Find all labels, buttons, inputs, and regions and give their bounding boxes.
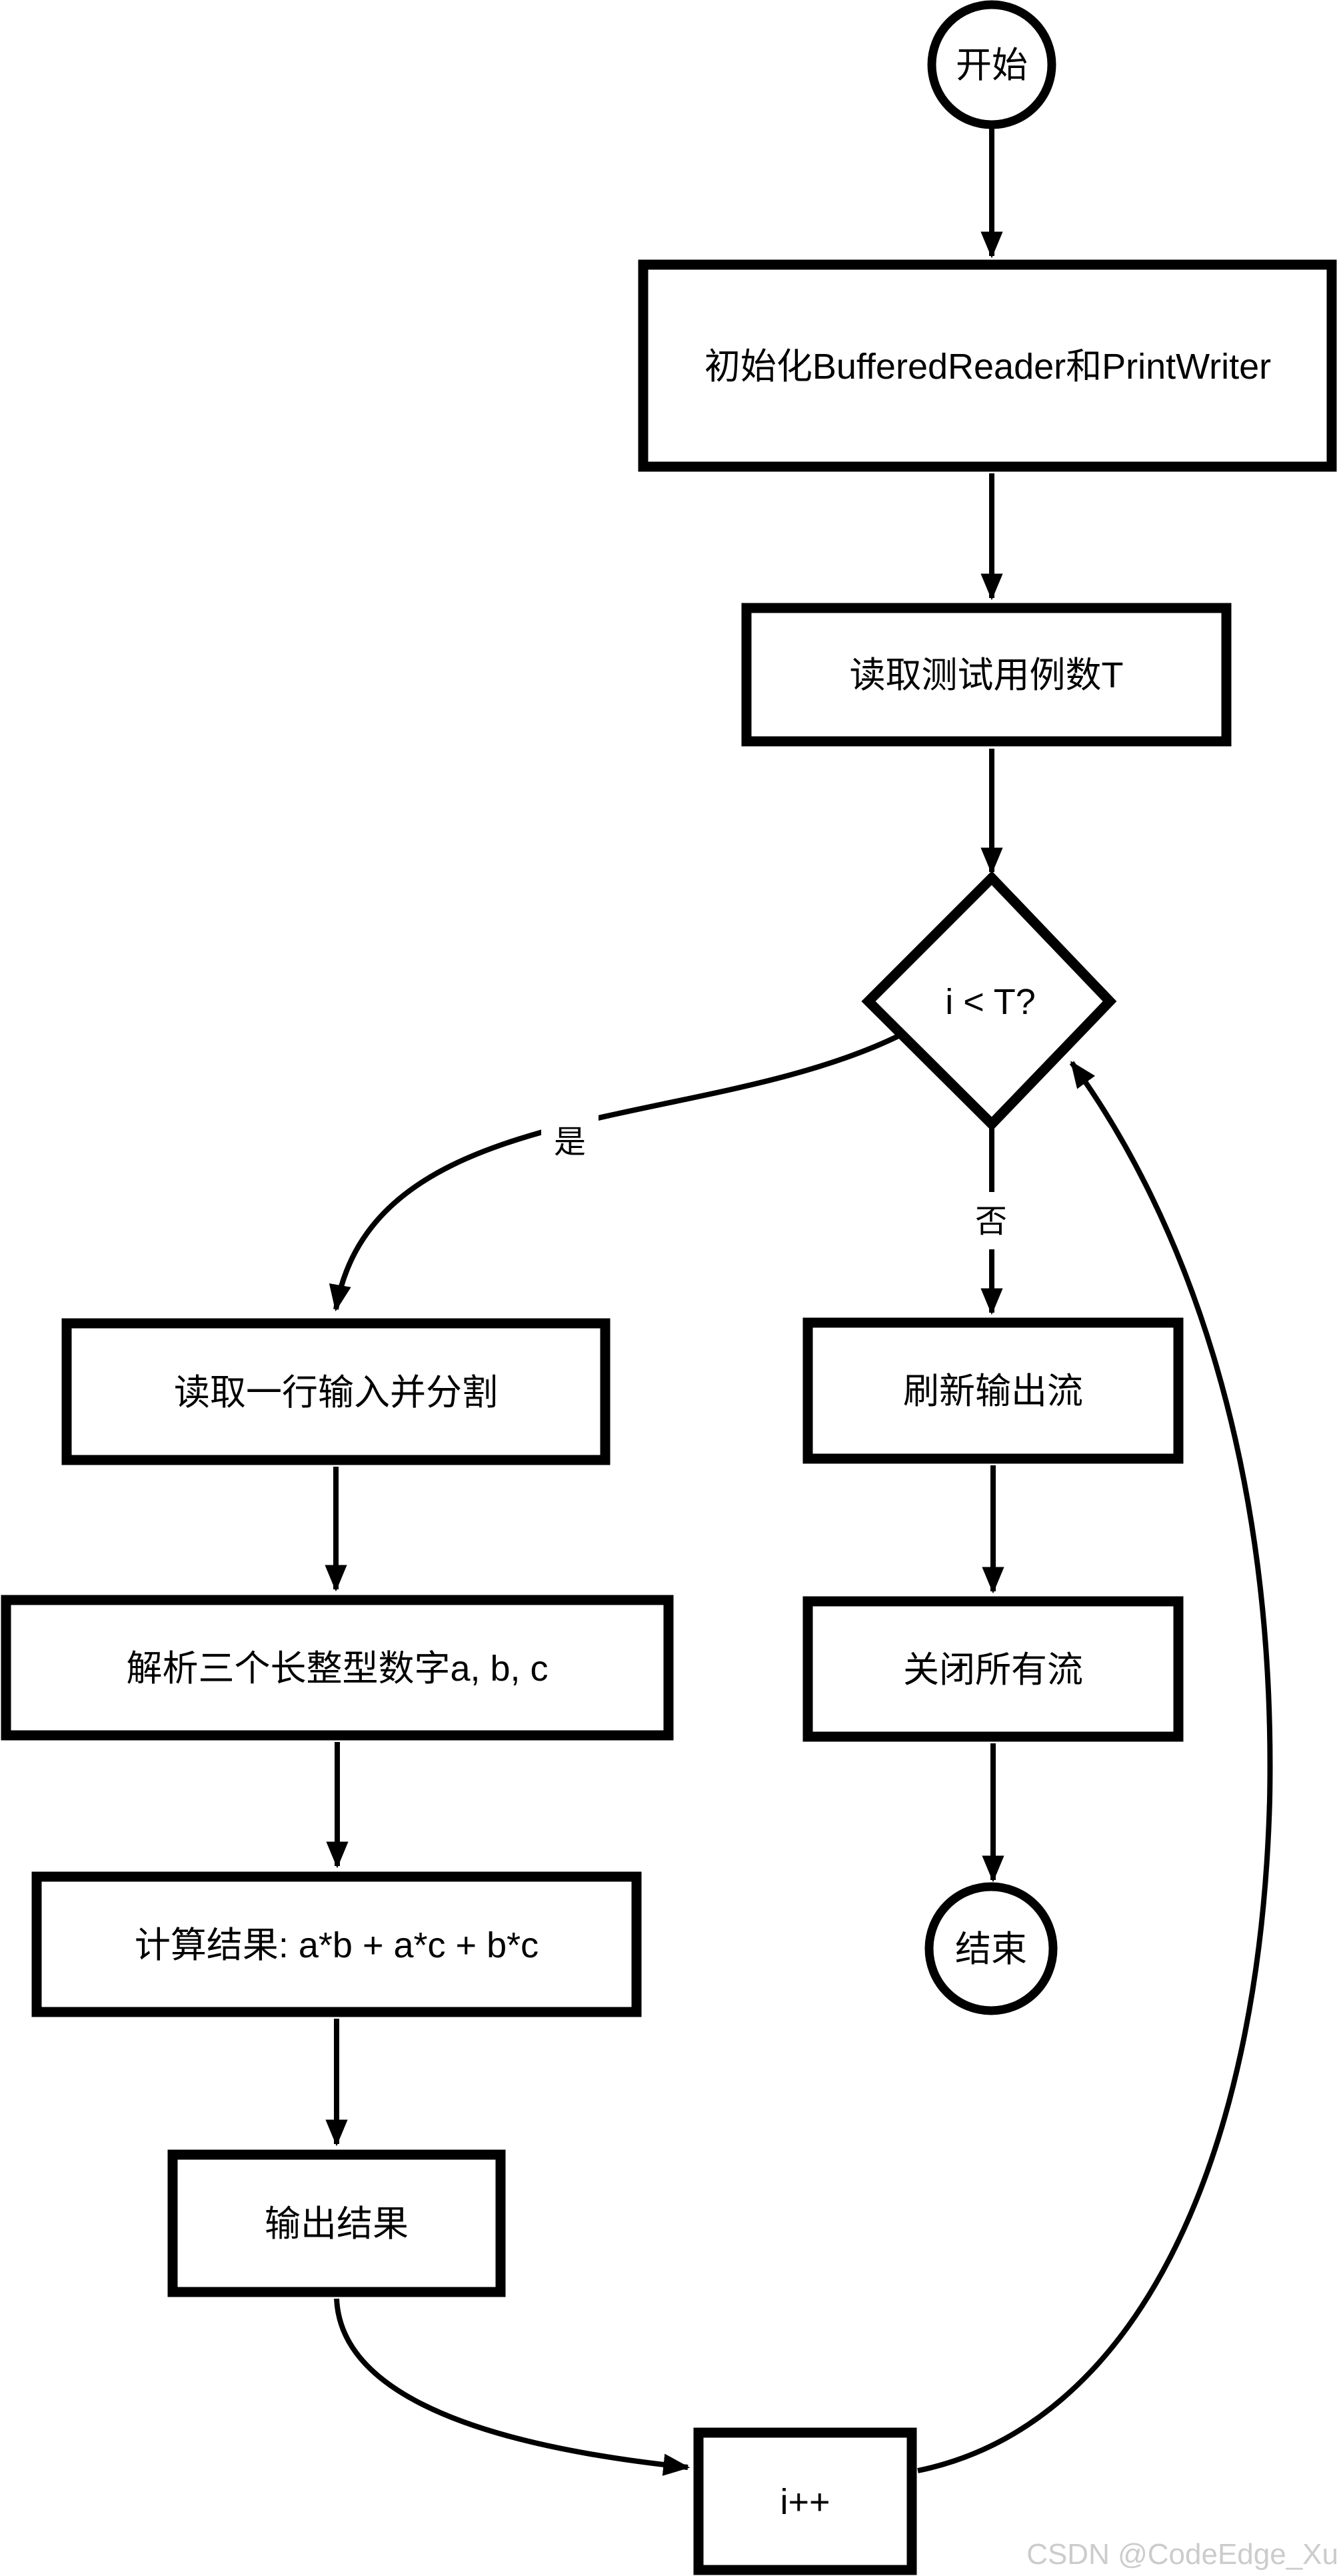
parse-node-label: 解析三个长整型数字a, b, c xyxy=(126,1649,548,1689)
parse-node xyxy=(1,1595,674,1741)
init-node xyxy=(638,259,1337,472)
yes-label-bg xyxy=(541,1113,599,1170)
read-line-node xyxy=(61,1318,611,1465)
compute-node xyxy=(31,1871,642,2017)
flush-node xyxy=(802,1317,1184,1464)
increment-node xyxy=(693,2427,917,2575)
end-node xyxy=(924,1882,1058,2015)
start-node xyxy=(927,0,1056,129)
csdn-watermark: CSDN @CodeEdge_Xu xyxy=(1026,2538,1338,2571)
close-streams-node xyxy=(802,1596,1184,1742)
start-node-label: 开始 xyxy=(956,45,1028,85)
edge-output-to-increment xyxy=(334,2298,690,2476)
init-node-label: 初始化BufferedReader和PrintWriter xyxy=(704,347,1271,387)
output-node-label: 输出结果 xyxy=(265,2204,409,2244)
condition-node xyxy=(861,871,1117,1131)
read-t-node xyxy=(741,603,1232,747)
no-edge-label: 否 xyxy=(975,1204,1007,1239)
yes-edge-label: 是 xyxy=(554,1125,586,1160)
flush-node-label: 刷新输出流 xyxy=(903,1371,1083,1411)
read-t-node-label: 读取测试用例数T xyxy=(850,655,1124,695)
compute-node-label: 计算结果: a*b + a*c + b*c xyxy=(135,1925,539,1965)
edge-cond-yes-to-readline xyxy=(329,1033,901,1312)
end-node-label: 结束 xyxy=(955,1929,1027,1969)
read-line-node-label: 读取一行输入并分割 xyxy=(174,1373,498,1413)
increment-node-label: i++ xyxy=(780,2482,830,2522)
close-streams-node-label: 关闭所有流 xyxy=(903,1650,1083,1690)
output-node xyxy=(167,2149,506,2297)
edge-increment-back-to-cond xyxy=(917,1061,1273,2473)
condition-node-label: i < T? xyxy=(945,982,1036,1022)
no-label-bg xyxy=(962,1192,1020,1249)
